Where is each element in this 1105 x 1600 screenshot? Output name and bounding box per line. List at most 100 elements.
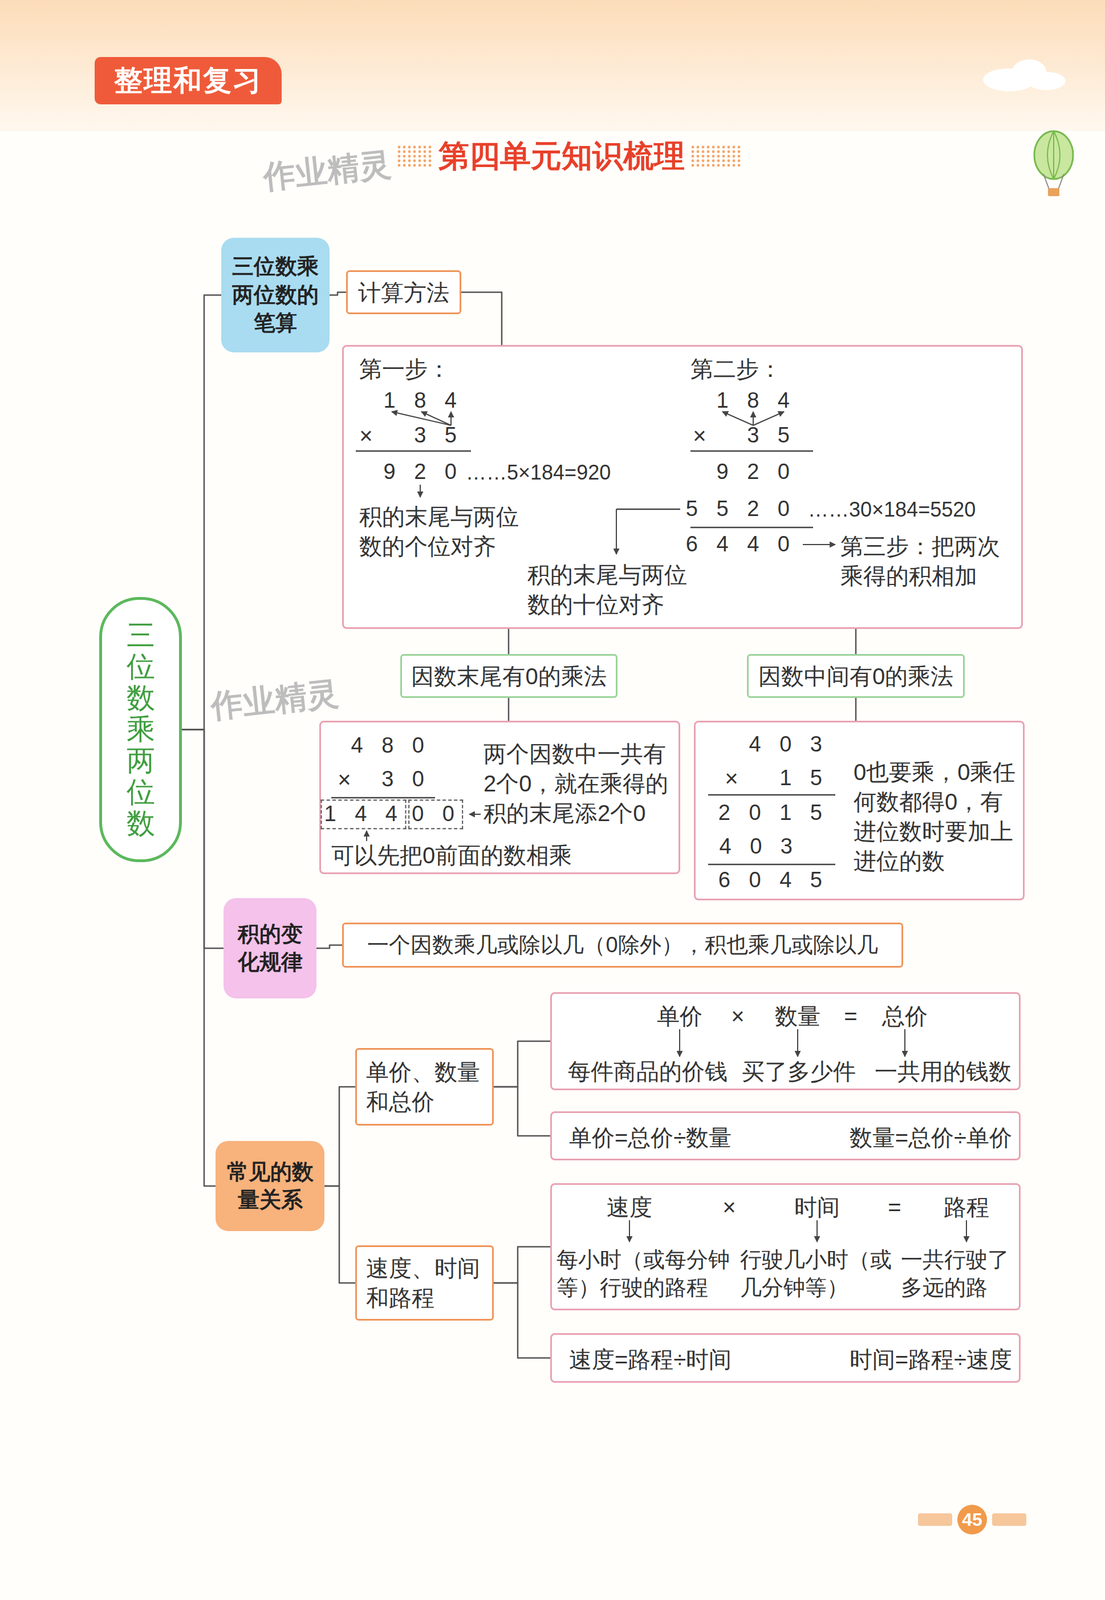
- panel-text: 1 8 4: [383, 387, 463, 415]
- panel-text: 1 8 4: [716, 387, 796, 415]
- dot: [722, 150, 726, 154]
- panel-text: 单价: [656, 1001, 703, 1031]
- dot: [397, 145, 401, 149]
- panel-text: 0 0: [408, 799, 463, 830]
- dot: [413, 145, 417, 149]
- panel-text: 3 0: [381, 765, 431, 794]
- connector: [461, 292, 502, 346]
- panel-text: ……30×184=5520: [807, 496, 976, 523]
- dot: [691, 164, 695, 168]
- dot: [717, 155, 721, 158]
- panel-text: 9 2 0: [716, 458, 796, 486]
- dot: [696, 155, 700, 158]
- small-arrow: [679, 1029, 681, 1057]
- node-label: 常见的数量关系: [224, 1158, 316, 1215]
- dot: [428, 155, 432, 158]
- connector: [324, 1086, 356, 1186]
- panel-text: ×: [724, 764, 738, 793]
- dot: [408, 155, 412, 158]
- formula-panel: 单价=总价÷数量 数量=总价÷单价: [550, 1111, 1021, 1161]
- dot: [717, 145, 721, 149]
- connector: [316, 945, 343, 949]
- dot: [722, 145, 726, 149]
- dot: [408, 145, 412, 149]
- panel-text: 总价: [882, 1001, 928, 1031]
- branch-box: 常见的数量关系: [215, 1140, 325, 1232]
- dot: [722, 155, 726, 158]
- example-panel: 4 8 0×3 01 4 40 0两个因数中一共有2个0，就在乘得的积的末尾添2…: [319, 720, 681, 875]
- small-arrow: [469, 813, 481, 815]
- panel-text: 6 4 4 0: [685, 530, 796, 559]
- rule-line: [708, 794, 836, 796]
- dot: [397, 150, 401, 154]
- connector: [493, 1282, 551, 1359]
- dot: [691, 159, 695, 163]
- panel-text: 第一步：: [359, 354, 451, 384]
- dot: [428, 164, 432, 168]
- panel-text: ×: [359, 421, 373, 450]
- panel-text: 积的末尾与两位数的十位对齐: [527, 559, 699, 620]
- panel-text: ×: [692, 421, 706, 450]
- panel-text: 4 0 3: [718, 833, 799, 861]
- dot: [712, 159, 715, 163]
- sub-box: 速度、时间和路程: [355, 1245, 494, 1321]
- connector: [493, 1086, 551, 1136]
- panel-text: ……5×184=920: [465, 459, 611, 486]
- dot: [701, 159, 705, 163]
- dot: [737, 145, 741, 149]
- connector: [181, 295, 222, 730]
- dot: [701, 150, 705, 154]
- dot: [397, 159, 401, 163]
- dot: [732, 159, 736, 163]
- small-arrow: [628, 1220, 631, 1242]
- panel-text: 可以先把0前面的数相乘: [331, 841, 572, 870]
- sub-box: 因数中间有0的乘法: [746, 653, 965, 698]
- branch-box: 积的变化规律: [223, 898, 317, 999]
- dot: [696, 150, 700, 154]
- dot: [727, 164, 731, 168]
- dot: [712, 145, 715, 149]
- rule-line: [355, 450, 471, 453]
- rule-box: 一个因数乘几或除以几（0除外），积也乘几或除以几: [342, 922, 904, 968]
- branch-box: 三位数乘两位数的笔算: [221, 237, 330, 353]
- panel-text: 数量=总价÷单价: [849, 1123, 1013, 1152]
- example-panel: 4 0 3×1 52 0 1 54 0 36 0 4 50也要乘，0乘任何数都得…: [693, 720, 1025, 901]
- connector: [855, 697, 857, 721]
- dot: [397, 155, 401, 158]
- panel-text: 第二步：: [690, 354, 782, 384]
- small-arrow: [797, 1029, 799, 1057]
- dot: [701, 145, 705, 149]
- formula-panel: 速度=路程÷时间时间=路程÷速度: [550, 1333, 1021, 1383]
- dot: [418, 145, 422, 149]
- dot: [727, 159, 731, 163]
- dot: [408, 164, 412, 168]
- dot: [717, 164, 721, 168]
- formula-panel: 速度×时间=路程每小时（或每分钟等）行驶的路程行驶几小时（或几分钟等）一共行驶了…: [550, 1183, 1021, 1311]
- dot: [732, 164, 736, 168]
- dot: [712, 155, 715, 158]
- dot: [696, 164, 700, 168]
- dot: [727, 155, 731, 158]
- panel-text: 4 8 0: [350, 732, 431, 760]
- rule-line: [616, 508, 681, 511]
- dot: [707, 164, 710, 168]
- panel-text: 单价=总价÷数量: [569, 1123, 732, 1152]
- panel-text: 2 0 1 5: [718, 799, 829, 827]
- panel-text: 每小时（或每分钟等）行驶的路程: [556, 1245, 733, 1303]
- node-label: 因数末尾有0的乘法: [411, 661, 607, 692]
- dot: [428, 159, 432, 163]
- clouds: [982, 59, 1066, 92]
- dot: [727, 150, 731, 154]
- dot: [707, 155, 710, 158]
- dot: [418, 150, 422, 154]
- dot: [722, 164, 726, 168]
- panel-text: 每件商品的价钱: [567, 1057, 728, 1086]
- node-label: 计算方法: [358, 277, 450, 308]
- panel-text: 0也要乘，0乘任何数都得0，有进位数时要加上进位的数: [853, 757, 1019, 876]
- small-arrow: [802, 543, 836, 546]
- panel-text: 行驶几小时（或几分钟等）: [740, 1245, 895, 1303]
- sub-box: 单价、数量和总价: [355, 1047, 494, 1126]
- dot: [717, 150, 721, 154]
- dot: [737, 164, 741, 168]
- dot: [403, 164, 406, 168]
